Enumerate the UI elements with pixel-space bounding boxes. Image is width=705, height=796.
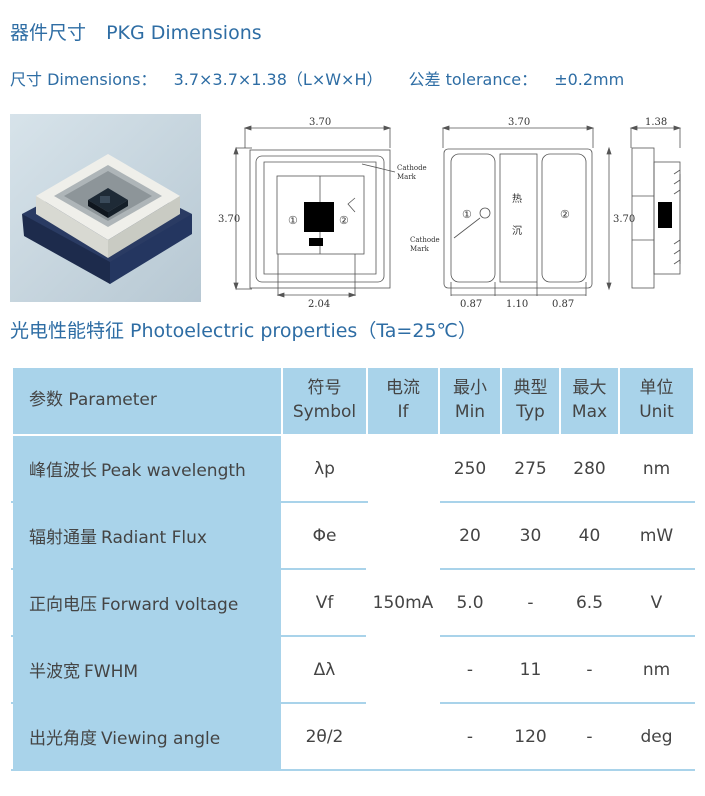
min-cell: 5.0 — [438, 568, 502, 637]
bottom-view-height-dimension: 3.70 — [613, 214, 635, 225]
side-thickness-dimension: 1.38 — [645, 117, 667, 128]
typ-cell: 120 — [500, 702, 561, 771]
min-cell: - — [438, 635, 502, 704]
title-en: PKG Dimensions — [106, 22, 262, 44]
symbol-cell: Vf — [281, 568, 368, 637]
unit-cell: deg — [618, 702, 695, 771]
cathode-mark-label-2: Cathode — [410, 236, 440, 244]
symbol-cell: Φe — [281, 501, 368, 570]
thermal-label-2: 沉 — [512, 224, 522, 237]
typ-cell: 275 — [500, 434, 561, 503]
max-cell: 40 — [559, 501, 620, 570]
header-parameter: 参数 Parameter — [11, 366, 283, 436]
bottom-view-width-dimension: 3.70 — [508, 117, 530, 128]
min-cell: 250 — [438, 434, 502, 503]
current-cell: 150mA — [366, 434, 440, 771]
product-photo — [10, 114, 201, 302]
page-title: 器件尺寸 PKG Dimensions — [10, 18, 262, 45]
min-cell: - — [438, 702, 502, 771]
unit-cell: nm — [618, 434, 695, 503]
unit-cell: nm — [618, 635, 695, 704]
cathode-mark-label-1: Cathode — [397, 164, 427, 172]
top-width-dimension: 3.70 — [309, 117, 331, 128]
min-cell: 20 — [438, 501, 502, 570]
pad-right-dimension: 0.87 — [552, 299, 574, 310]
symbol-cell: λp — [281, 434, 368, 503]
pin2-label: ② — [339, 214, 349, 227]
typ-cell: - — [500, 568, 561, 637]
dimensions-line: 尺寸 Dimensions： 3.7×3.7×1.38（L×W×H） 公差 to… — [10, 66, 624, 90]
bottom-pin2-label: ② — [560, 208, 570, 221]
symbol-cell: 2θ/2 — [281, 702, 368, 771]
unit-cell: V — [618, 568, 695, 637]
max-cell: - — [559, 635, 620, 704]
dimension-drawing: 3.70 3.70 2.04 ① ② Cathode Mark 3.70 3.7… — [218, 117, 682, 310]
thermal-label-1: 热 — [512, 192, 522, 205]
typ-cell: 30 — [500, 501, 561, 570]
dimensions-label: 尺寸 Dimensions： — [10, 70, 157, 89]
pad-center-dimension: 1.10 — [506, 299, 528, 310]
tolerance-value: ±0.2mm — [554, 70, 625, 89]
section-title: 光电性能特征 Photoelectric properties（Ta=25℃） — [10, 320, 477, 342]
max-cell: 280 — [559, 434, 620, 503]
bottom-width-dimension: 2.04 — [308, 299, 330, 310]
bottom-pin1-label: ① — [462, 208, 472, 221]
max-cell: - — [559, 702, 620, 771]
pad-left-dimension: 0.87 — [460, 299, 482, 310]
top-height-dimension: 3.70 — [218, 214, 240, 225]
tolerance-label: 公差 tolerance： — [408, 70, 538, 89]
pin1-label: ① — [288, 214, 298, 227]
cathode-mark-label-2b: Mark — [410, 245, 430, 253]
dimensions-value: 3.7×3.7×1.38（L×W×H） — [173, 70, 383, 89]
symbol-cell: Δλ — [281, 635, 368, 704]
max-cell: 6.5 — [559, 568, 620, 637]
title-cn: 器件尺寸 — [10, 22, 87, 44]
typ-cell: 11 — [500, 635, 561, 704]
unit-cell: mW — [618, 501, 695, 570]
cathode-mark-label-1b: Mark — [397, 173, 417, 181]
